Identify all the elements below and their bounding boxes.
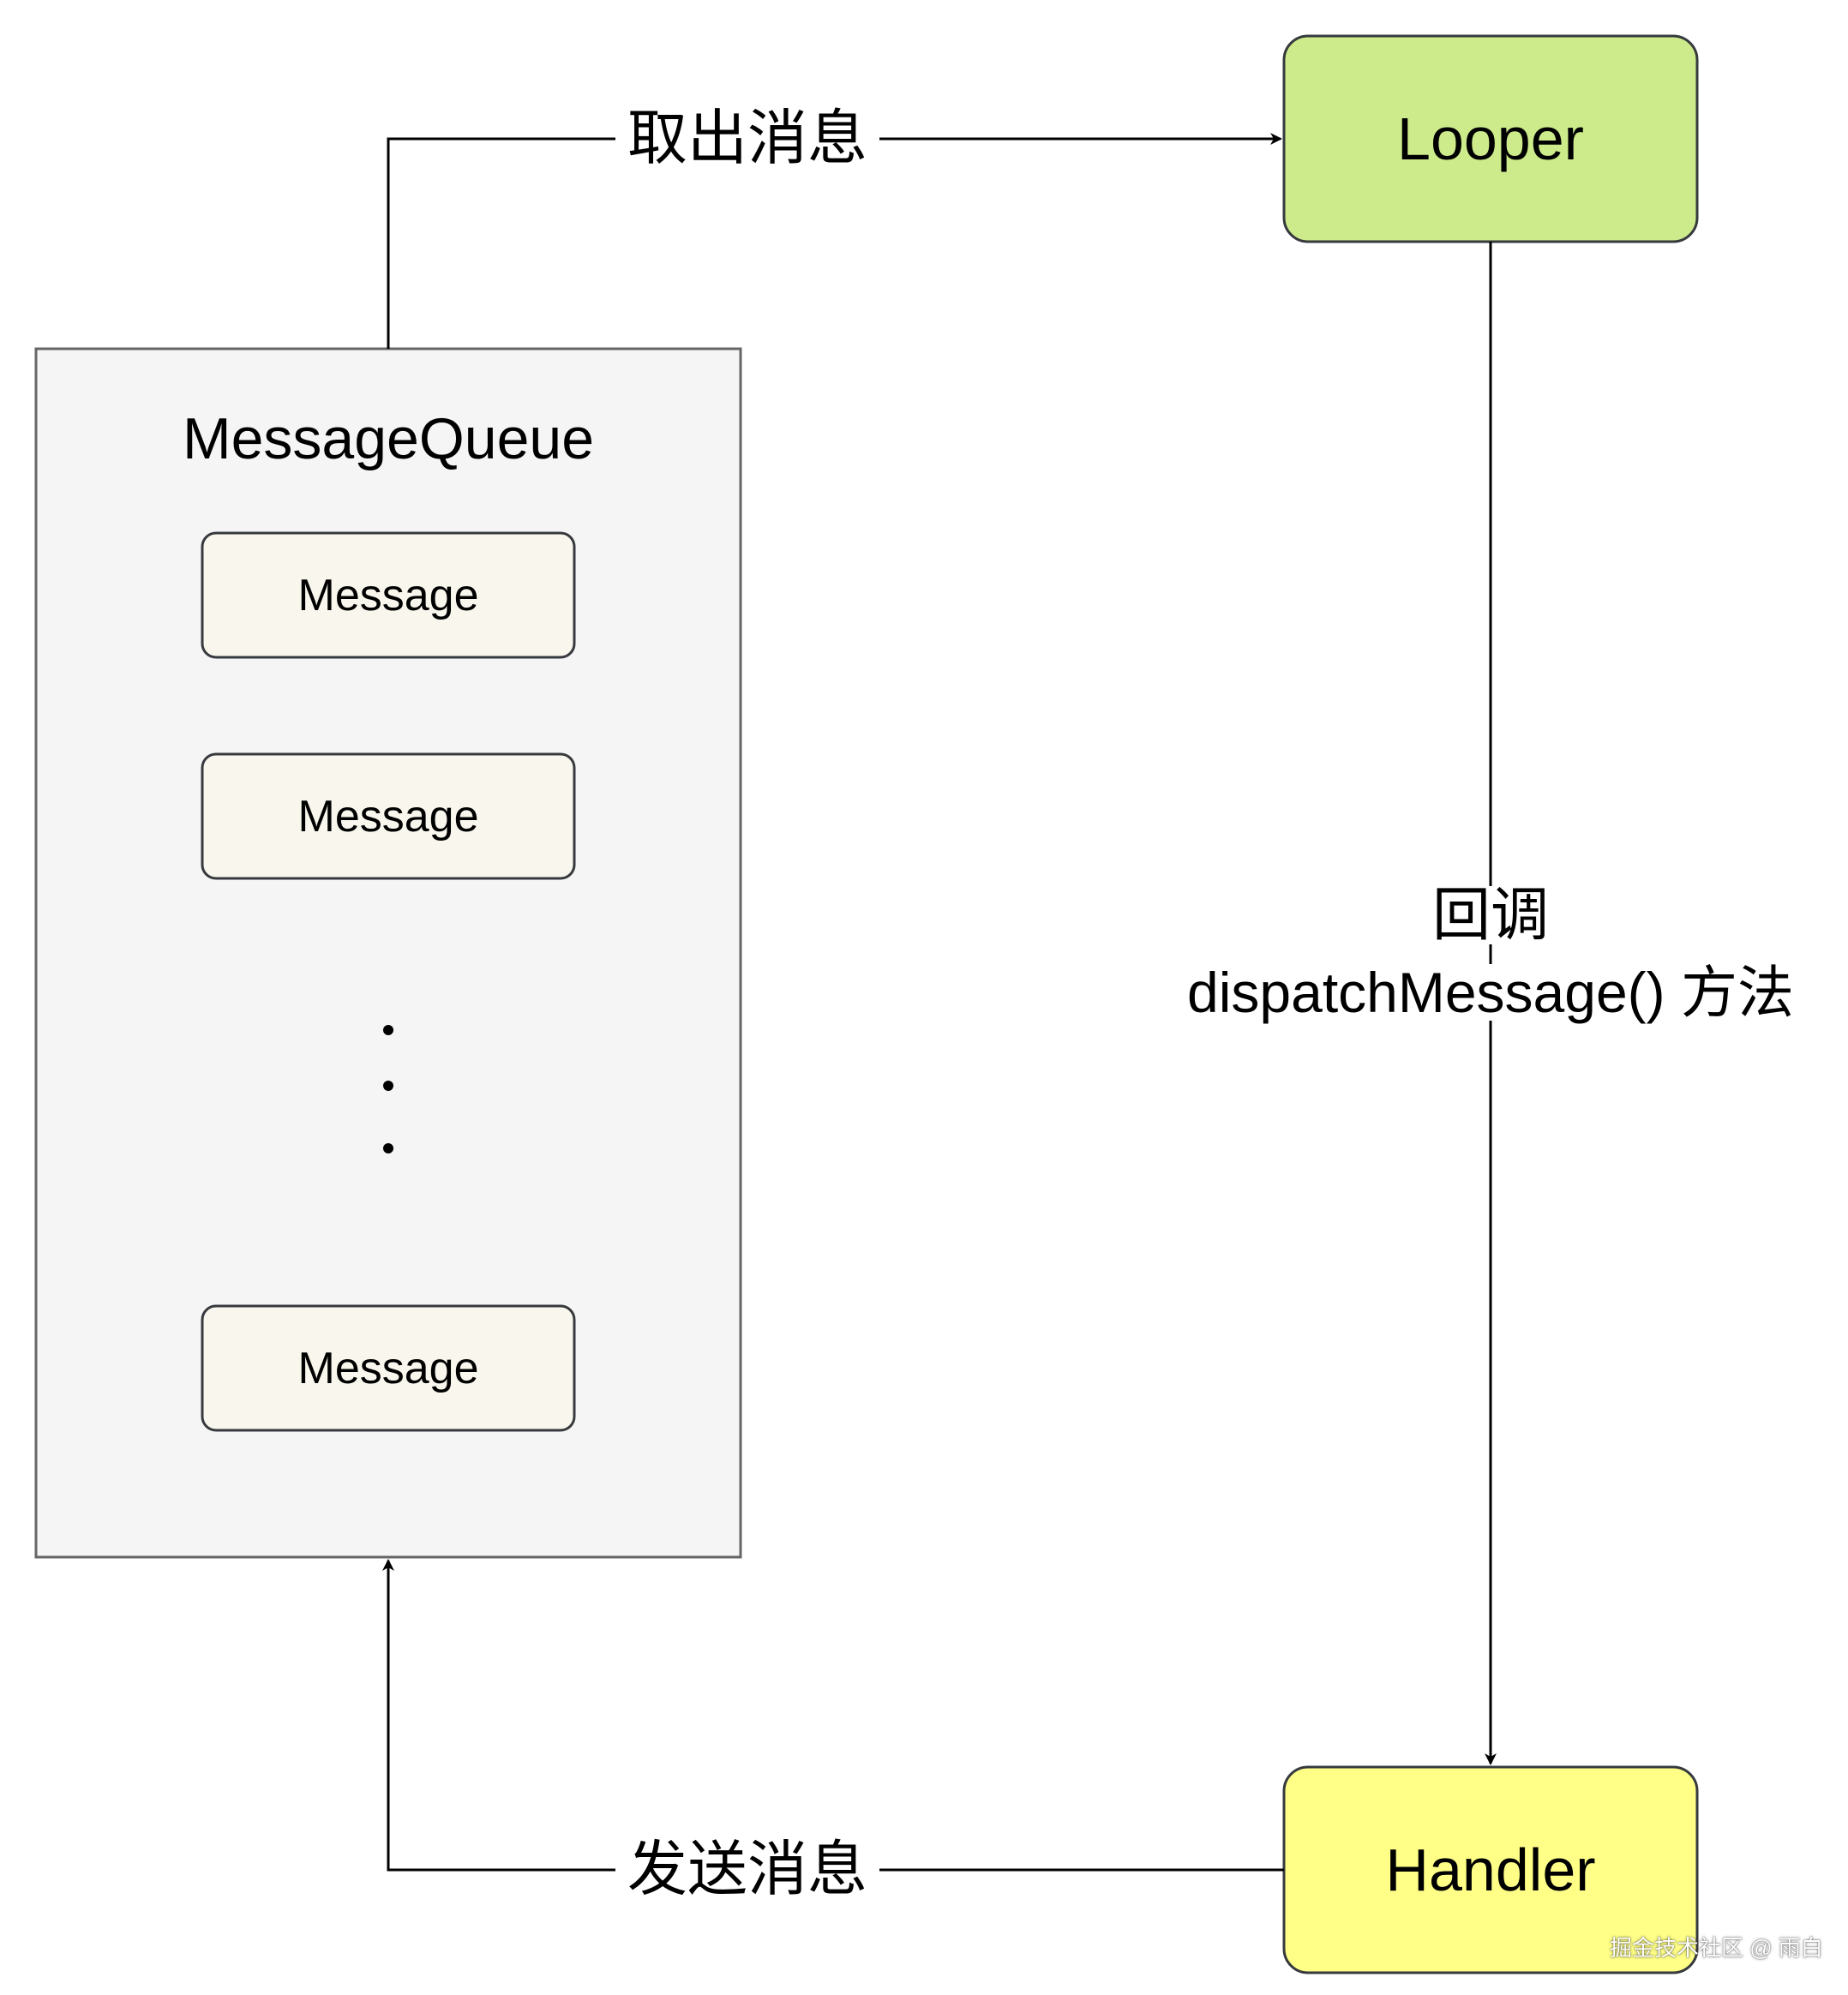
ellipsis-dot	[383, 1143, 393, 1153]
take-message-edge[interactable]	[387, 133, 1282, 349]
ellipsis-dot	[383, 1025, 393, 1035]
send-message-label: 发送消息	[615, 1839, 879, 1899]
callback-label-line1: 回调	[1405, 886, 1576, 944]
message-label-2: Message	[297, 791, 479, 842]
watermark-text: 掘金技术社区 @ 雨白	[1610, 1935, 1823, 1961]
send-message-edge[interactable]	[382, 1559, 1284, 1872]
callback-label-line2: dispatchMessage() 方法	[1148, 964, 1833, 1021]
message-label-1: Message	[297, 570, 479, 620]
looper-label: Looper	[1397, 105, 1584, 172]
ellipsis-dot	[383, 1081, 393, 1091]
message-queue-title: MessageQueue	[182, 406, 595, 471]
ellipsis-label: ⋮	[345, 1011, 431, 1165]
take-message-label: 取出消息	[615, 108, 879, 168]
message-label-3: Message	[297, 1343, 479, 1393]
message-box-1[interactable]	[201, 531, 576, 659]
handler-label: Handler	[1385, 1836, 1596, 1903]
message-box-3[interactable]	[201, 1304, 576, 1432]
message-box-2[interactable]	[201, 752, 576, 880]
